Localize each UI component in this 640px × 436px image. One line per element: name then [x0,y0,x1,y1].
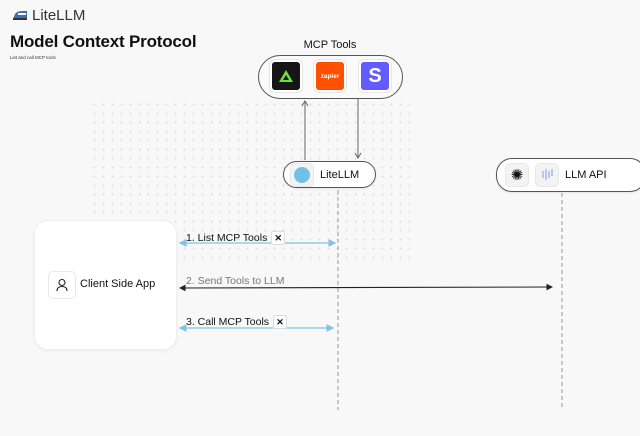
message-1-label: 1. List MCP Tools [186,232,268,244]
user-icon [48,271,76,299]
tools-icon: ✕ [271,231,286,245]
stripe-icon: S [361,62,389,90]
tools-icon: ✕ [273,315,288,329]
message-1: 1. List MCP Tools ✕ [186,231,286,245]
mcp-tools-label: MCP Tools [303,39,357,51]
mcp-tool-1-icon [272,62,300,90]
brand: LiteLLM [12,7,85,24]
message-3-label: 3. Call MCP Tools [186,316,270,328]
message-2-arrow [178,283,554,292]
litellm-node: LiteLLM [283,161,376,188]
page-subtitle: List and call MCP tools [10,55,56,60]
llm-api-label: LLM API [565,169,607,181]
litellm-logo-icon [13,11,27,20]
openai-icon: ✺ [505,163,529,187]
zapier-icon: zapier [316,62,344,90]
message-2: 2. Send Tools to LLM [186,275,284,287]
llm-provider-icon [535,163,559,187]
message-2-label: 2. Send Tools to LLM [186,275,285,287]
llm-api-node: ✺ LLM API [496,158,640,192]
message-3: 3. Call MCP Tools ✕ [186,315,288,329]
brand-name: LiteLLM [32,7,86,24]
litellm-icon [290,162,314,187]
client-label: Client Side App [80,278,156,290]
page-title: Model Context Protocol [10,32,197,51]
litellm-label: LiteLLM [320,168,360,181]
